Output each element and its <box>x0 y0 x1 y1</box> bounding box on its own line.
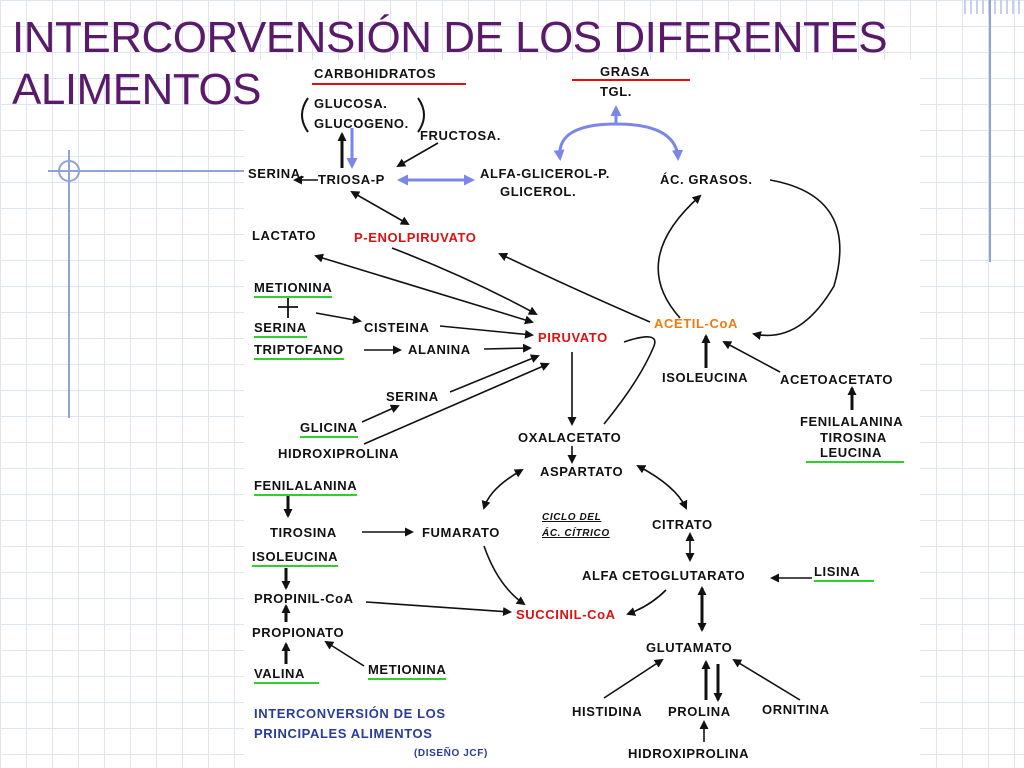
node-glutamato: GLUTAMATO <box>646 640 733 655</box>
footer-caption-line-1: INTERCONVERSIÓN DE LOS <box>254 706 446 721</box>
node-ac-grasos: ÁC. GRASOS. <box>660 172 753 187</box>
node-fenilalanina-left: FENILALANINA <box>254 478 358 496</box>
decorative-circle <box>58 160 80 182</box>
node-alfa-cetoglutarato: ALFA CETOGLUTARATO <box>582 568 746 583</box>
slide-title: INTERCORVENSIÓN DE LOS DIFERENTES ALIMEN… <box>12 13 888 114</box>
node-serina-3: SERINA <box>386 389 439 404</box>
cycle-label-line-1: CICLO DEL <box>542 512 602 523</box>
node-leucina: LEUCINA <box>806 445 904 463</box>
node-tgl: TGL. <box>600 84 633 99</box>
node-cisteina: CISTEINA <box>364 320 430 335</box>
node-oxalacetato: OXALACETATO <box>518 430 622 445</box>
decorative-line-right <box>989 0 991 262</box>
node-grasa: GRASA <box>600 64 650 79</box>
node-aspartato: ASPARTATO <box>540 464 624 479</box>
node-serina-top: SERINA. <box>248 166 305 181</box>
node-acetoacetato: ACETOACETATO <box>780 372 894 387</box>
node-fructosa: FRUCTOSA. <box>420 128 501 143</box>
node-isoleucina-1: ISOLEUCINA <box>662 370 749 385</box>
node-glicina: GLICINA <box>300 420 358 438</box>
node-tirosina-right: TIROSINA <box>820 430 887 445</box>
node-succinil-coa: SUCCINIL-CoA <box>516 607 616 622</box>
node-lisina: LISINA <box>814 564 875 582</box>
node-lactato: LACTATO <box>252 228 317 243</box>
diagram-panel <box>244 60 920 768</box>
node-fumarato: FUMARATO <box>422 525 500 540</box>
node-propinil-coa: PROPINIL-CoA <box>254 591 354 606</box>
node-propionato: PROPIONATO <box>252 625 345 640</box>
node-citrato: CITRATO <box>652 517 713 532</box>
node-tirosina-left: TIROSINA <box>270 525 337 540</box>
node-carbohidratos: CARBOHIDRATOS <box>314 66 437 81</box>
node-prolina: PROLINA <box>668 704 731 719</box>
corner-decoration <box>964 0 1024 14</box>
node-valina: VALINA <box>254 666 320 684</box>
node-ornitina: ORNITINA <box>762 702 830 717</box>
footer-caption-line-2: PRINCIPALES ALIMENTOS <box>254 726 433 741</box>
node-glucogeno: GLUCOGENO. <box>314 116 409 131</box>
node-serina-2: SERINA <box>254 320 307 338</box>
node-hidroxiprolina-2: HIDROXIPROLINA <box>628 746 750 761</box>
node-alfa-glicerol-p: ALFA-GLICEROL-P. <box>480 166 610 181</box>
node-histidina: HISTIDINA <box>572 704 643 719</box>
node-glicerol: GLICEROL. <box>500 184 577 199</box>
cycle-label-line-2: ÁC. CÍTRICO <box>542 528 610 539</box>
node-metionina-2: METIONINA <box>368 662 447 680</box>
node-metionina-1: METIONINA <box>254 280 333 298</box>
node-acetil-coa: ACETIL-CoA <box>654 316 738 331</box>
node-triosa-p: TRIOSA-P <box>318 172 385 187</box>
node-p-enolpiruvato: P-ENOLPIRUVATO <box>354 230 477 245</box>
node-piruvato: PIRUVATO <box>538 330 608 345</box>
node-glucosa: GLUCOSA. <box>314 96 388 111</box>
node-alanina: ALANINA <box>408 342 471 357</box>
node-hidroxiprolina-1: HIDROXIPROLINA <box>278 446 400 461</box>
node-fenilalanina-right: FENILALANINA <box>800 414 904 429</box>
design-credit: (DISEÑO JCF) <box>414 748 488 759</box>
node-triptofano: TRIPTOFANO <box>254 342 344 360</box>
node-isoleucina-2: ISOLEUCINA <box>252 549 339 567</box>
decorative-line-vertical <box>68 150 70 418</box>
decorative-line-horizontal <box>48 170 244 172</box>
